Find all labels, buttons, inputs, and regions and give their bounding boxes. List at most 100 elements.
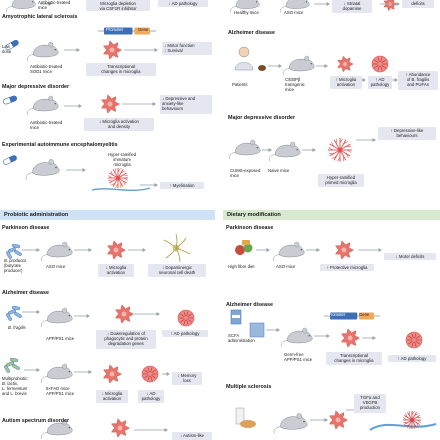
mouse-icon <box>40 307 73 328</box>
arrow-head <box>154 183 158 187</box>
arrow-head <box>164 428 168 432</box>
box-ad-pathology-probiotic: ↑ AD pathology <box>162 330 208 337</box>
arrow-head <box>88 370 92 374</box>
mouse-icon <box>228 139 261 160</box>
arrow-head <box>154 48 158 52</box>
mouse-icon <box>230 0 260 13</box>
arrow-head <box>326 2 330 6</box>
arrow-head <box>372 138 376 142</box>
label-patients: Patients <box>232 82 248 87</box>
box-ad-pathology-diet: ↑ AD pathology <box>388 355 436 362</box>
hyper-ramified-microglia-icon <box>108 168 128 188</box>
arrow-head <box>48 2 52 6</box>
arrow-head <box>394 78 398 82</box>
label-high-fibre: High fibre diet <box>228 264 255 269</box>
arrow-head <box>362 78 366 82</box>
arrow-head <box>326 334 330 338</box>
microglia-cell-icon <box>329 410 348 430</box>
pill-icon <box>2 95 18 105</box>
arrow-head <box>156 312 160 316</box>
plaque-icon <box>405 331 423 349</box>
bacteria-icon <box>4 357 20 373</box>
box-deficits: deficits <box>402 0 434 8</box>
box-motor-survival: ↓ Motor function↓ Survival <box>162 42 212 55</box>
label-aso-mice-probiotic: ASO mice <box>46 264 66 269</box>
plaque-icon <box>371 55 389 73</box>
box-protective-microglia: ↑ Protective microglia <box>320 264 374 271</box>
arrow-head <box>266 248 270 252</box>
mouse-icon <box>40 419 73 440</box>
microglia-cell-icon <box>111 418 130 438</box>
gene-label-diet: Gene <box>359 312 370 317</box>
section-title-pd-probiotic: Parkinson disease <box>2 225 50 231</box>
microglia-cell-icon <box>337 55 354 73</box>
microglia-cell-icon <box>341 328 360 348</box>
arrow-head <box>378 248 382 252</box>
arrow-head <box>82 168 86 172</box>
arrow-head <box>324 64 328 68</box>
mouse-icon <box>272 241 305 262</box>
arrow-head <box>76 48 80 52</box>
arrow-head <box>88 248 92 252</box>
hyper-ramified-microglia-icon <box>403 411 421 429</box>
microglia-cell-icon <box>335 240 354 260</box>
bacteria-icon <box>6 305 22 321</box>
plaque-icon <box>177 309 195 327</box>
arrow-head <box>166 372 170 376</box>
box-myelination: ↑ Myelination <box>160 182 204 189</box>
patient-icon <box>234 46 254 71</box>
stool-icon <box>258 65 266 71</box>
label-app-ps1-mice: APP/PS1 mice <box>46 336 75 341</box>
cage-icon <box>249 322 265 338</box>
arrow-head <box>312 148 316 152</box>
mouse-icon <box>26 41 59 62</box>
microglia-cell-icon <box>101 94 120 114</box>
arrow-head <box>278 64 282 68</box>
mouse-icon <box>273 413 308 434</box>
arrow-head <box>324 418 328 422</box>
section-title-pd-diet: Parkinson disease <box>226 225 274 231</box>
microglia-cell-icon <box>383 0 398 12</box>
mouse-icon <box>25 159 60 180</box>
label-aso-mice-top: ASO mice <box>284 10 304 15</box>
microglia-cell-icon <box>107 240 126 260</box>
arrow-head <box>316 248 320 252</box>
box-ad-pathology-top: ↓ AD pathology <box>158 0 208 7</box>
box-motor-deficits: ↓ Motor deficits <box>384 253 436 260</box>
arrow-head <box>268 148 272 152</box>
section-title-ad-top-right: Alzheimer disease <box>228 30 276 36</box>
section-title-ad-probiotic: Alzheimer disease <box>2 290 50 296</box>
food-icon <box>235 240 253 255</box>
plaque-icon <box>141 365 159 383</box>
neuron-icon <box>163 233 191 263</box>
gene-construct-icon <box>324 312 380 320</box>
microglia-cell-icon <box>103 364 122 384</box>
bacteria-icon <box>6 243 22 259</box>
section-title-eae: Experimental autoimmune encephalomyeliti… <box>2 142 118 148</box>
section-title-mdd-left: Major depressive disorder <box>2 84 70 90</box>
myelin-axon-ms <box>369 423 437 431</box>
arrow-head <box>142 248 146 252</box>
mouse-icon <box>26 95 59 116</box>
microglia-cell-icon <box>103 40 122 60</box>
section-title-asd: Autism spectrum disorder <box>2 418 70 424</box>
